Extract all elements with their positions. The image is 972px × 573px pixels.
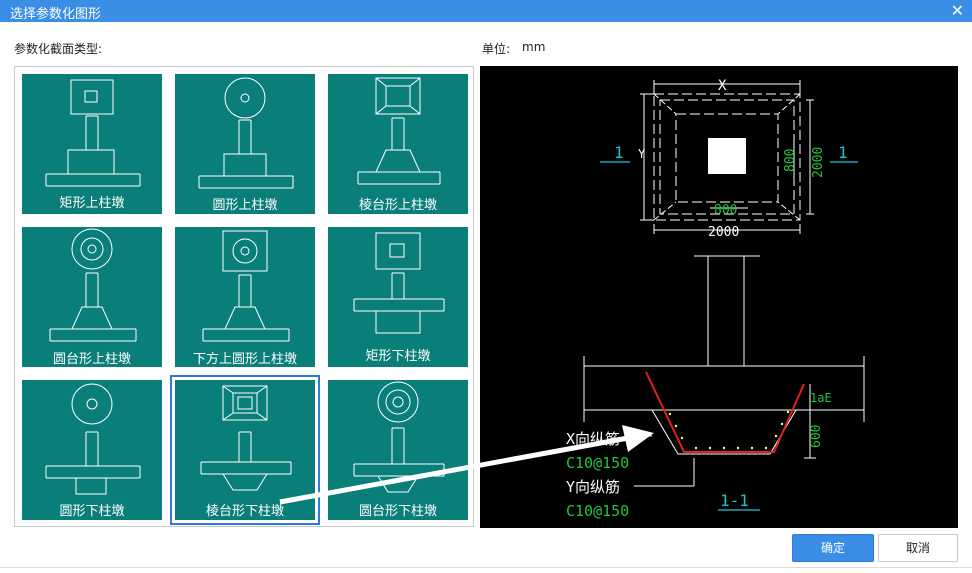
- shape-label: 下方上圆形上柱墩: [192, 352, 297, 367]
- preview-drawing: X Y 1 1 800 2000 800 2000 1aE 600: [566, 78, 865, 520]
- selection-highlight: [170, 375, 320, 525]
- shape-tile-frustum-upper[interactable]: 棱台形上柱墩: [328, 74, 468, 214]
- round-frustum-lower-pier-icon: [353, 381, 445, 493]
- unit-value: mm: [522, 40, 546, 54]
- cancel-button[interactable]: 取消: [878, 534, 958, 562]
- depth-label: 600: [809, 425, 824, 448]
- shape-label: 矩形上柱墩: [59, 196, 125, 211]
- anchor-label: 1aE: [810, 391, 832, 405]
- frustum-upper-pier-icon: [357, 77, 441, 185]
- dim-inner-width: 800: [714, 203, 737, 218]
- dim-y-label: Y: [638, 147, 646, 161]
- shape-tile-rect-lower[interactable]: 矩形下柱墩: [328, 227, 468, 367]
- shape-tile-round-frustum-lower[interactable]: 圆台形下柱墩: [328, 380, 468, 520]
- section-mark-left: 1: [614, 143, 624, 162]
- y-bar-label: Y向纵筋: [566, 478, 620, 496]
- rect-upper-pier-icon: [45, 79, 141, 187]
- round-upper-pier-icon: [198, 77, 294, 189]
- shape-tile-rect-upper[interactable]: 矩形上柱墩: [22, 74, 162, 214]
- y-bar-spec: C10@150: [566, 502, 629, 520]
- close-icon[interactable]: ✕: [950, 1, 964, 20]
- x-bar-label: X向纵筋: [566, 430, 620, 448]
- shape-label: 圆台形下柱墩: [358, 504, 437, 519]
- square-bottom-round-top-pier-icon: [202, 230, 290, 342]
- dim-inner-height: 800: [783, 149, 798, 172]
- section-type-label: 参数化截面类型:: [14, 42, 103, 56]
- shape-tile-round-frustum-upper[interactable]: 圆台形上柱墩: [22, 227, 162, 367]
- title-bar: 选择参数化图形 ✕: [0, 0, 972, 22]
- dim-outer-width: 2000: [708, 225, 739, 240]
- frustum-lower-pier-icon: [200, 385, 292, 491]
- unit-label: 单位:: [482, 42, 511, 56]
- shape-label: 圆形上柱墩: [212, 198, 278, 213]
- bottom-divider: [0, 567, 972, 568]
- section-mark-right: 1: [838, 143, 848, 162]
- shape-label: 棱台形上柱墩: [358, 198, 437, 213]
- shape-label: 圆台形上柱墩: [52, 352, 131, 367]
- shape-label: 矩形下柱墩: [365, 349, 431, 364]
- shape-grid: 矩形上柱墩 圆形上柱墩: [14, 66, 474, 527]
- round-frustum-upper-pier-icon: [49, 228, 137, 342]
- preview-panel: X Y 1 1 800 2000 800 2000 1aE 600: [480, 66, 958, 528]
- dim-outer-height: 2000: [811, 147, 826, 178]
- shape-tile-round-upper[interactable]: 圆形上柱墩: [175, 74, 315, 214]
- ok-button[interactable]: 确定: [792, 534, 874, 562]
- rect-lower-pier-icon: [353, 232, 445, 334]
- window-title: 选择参数化图形: [10, 7, 102, 22]
- section-title: 1-1: [720, 491, 749, 510]
- shape-tile-round-lower[interactable]: 圆形下柱墩: [22, 380, 162, 520]
- plan-column-block: [708, 138, 746, 174]
- round-lower-pier-icon: [45, 383, 141, 495]
- dim-x-label: X: [718, 78, 727, 94]
- shape-tile-square-bottom-round-top[interactable]: 下方上圆形上柱墩: [175, 227, 315, 367]
- x-bar-spec: C10@150: [566, 454, 629, 472]
- shape-label: 棱台形下柱墩: [205, 504, 284, 519]
- shape-label: 圆形下柱墩: [59, 504, 125, 519]
- rebar-line: [645, 371, 805, 453]
